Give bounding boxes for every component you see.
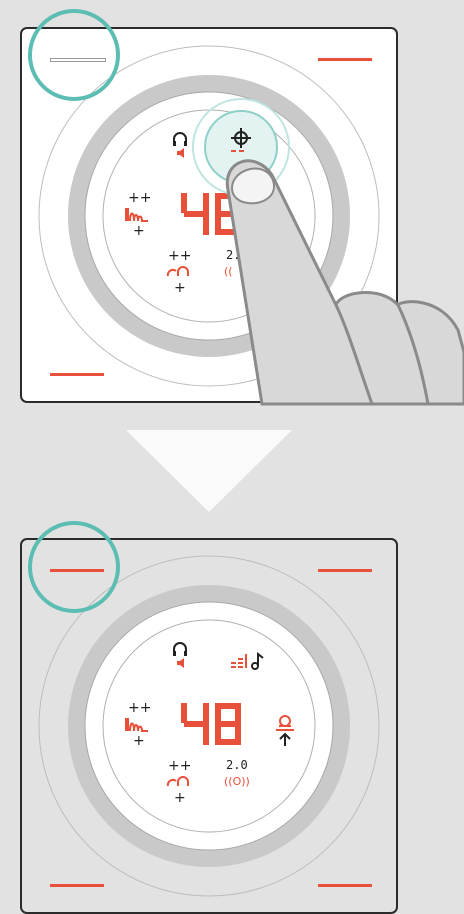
svg-text:+: +: [174, 280, 186, 296]
svg-text:+: +: [133, 223, 145, 239]
svg-text:++: ++: [128, 190, 151, 206]
down-arrow-icon: [126, 430, 292, 512]
indicator-led-top-right-2: [318, 569, 372, 572]
svg-text:((: ((: [224, 265, 233, 278]
highlight-ring-top: [28, 9, 120, 101]
indicator-led-bottom-right-2: [318, 884, 372, 887]
indicator-led-bottom-left-2: [50, 884, 104, 887]
highlight-ring-bottom: [28, 521, 120, 613]
svg-text:++: ++: [168, 248, 191, 264]
